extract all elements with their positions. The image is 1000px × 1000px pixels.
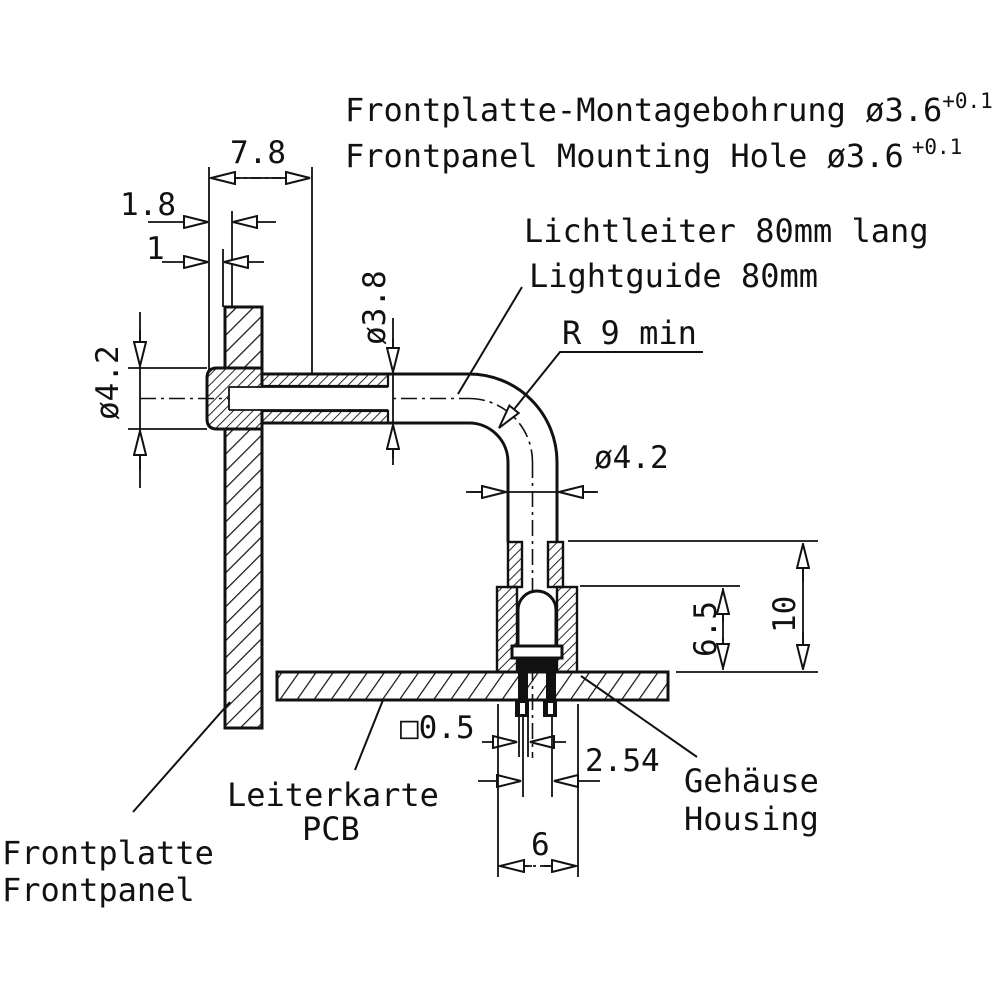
bend-radius-label: R 9 min — [562, 314, 697, 352]
dim-lead-pitch: 2.54 — [585, 743, 660, 779]
leader-lines — [132, 286, 703, 813]
dim-flange-thickness: 1.8 — [120, 187, 176, 223]
lightguide-label-en: Lightguide 80mm — [529, 257, 818, 295]
frontpanel-label-de: Frontplatte — [2, 834, 214, 872]
frontpanel-label-en: Frontpanel — [2, 871, 195, 909]
housing-leader — [580, 675, 698, 758]
dim-head-length: 7.8 — [230, 135, 286, 171]
dim-tube-diameter-vertical: ø4.2 — [594, 440, 669, 476]
lightguide-tube — [262, 372, 559, 542]
housing-label-en: Housing — [684, 800, 819, 838]
dim-tube-diameter: ø3.8 — [357, 270, 393, 345]
led-lead-right — [546, 670, 556, 701]
lightguide-label-de: Lichtleiter 80mm lang — [524, 212, 929, 250]
lightguide-head — [205, 366, 390, 431]
frontpanel-leader — [132, 701, 231, 813]
dim-housing-width: 6 — [531, 827, 550, 863]
pcb-leader — [354, 699, 384, 771]
pcb-label-de: Leiterkarte — [227, 776, 439, 814]
dim-head-diameter: ø4.2 — [90, 345, 126, 420]
annotations: Frontplatte-Montagebohrung ø3.6+0.1 Fron… — [2, 89, 993, 909]
title-german: Frontplatte-Montagebohrung ø3.6+0.1 — [345, 89, 993, 129]
dimension-lines — [128, 167, 818, 877]
pcb — [275, 670, 670, 702]
pcb-label-en: PCB — [302, 810, 360, 848]
dim-panel-offset: 1 — [146, 231, 165, 267]
dim-housing-body-height: 6.5 — [688, 601, 724, 657]
housing-label-de: Gehäuse — [684, 762, 819, 800]
bend-radius-leader — [499, 351, 703, 428]
led — [510, 589, 564, 717]
dim-lead-square: □0.5 — [400, 710, 475, 746]
title-english: Frontpanel Mounting Hole ø3.6+0.1 — [345, 135, 962, 175]
centerlines — [140, 397, 534, 758]
dim-housing-total-height: 10 — [767, 596, 803, 633]
led-lead-left — [518, 670, 528, 701]
lightguide-leader — [457, 286, 523, 395]
